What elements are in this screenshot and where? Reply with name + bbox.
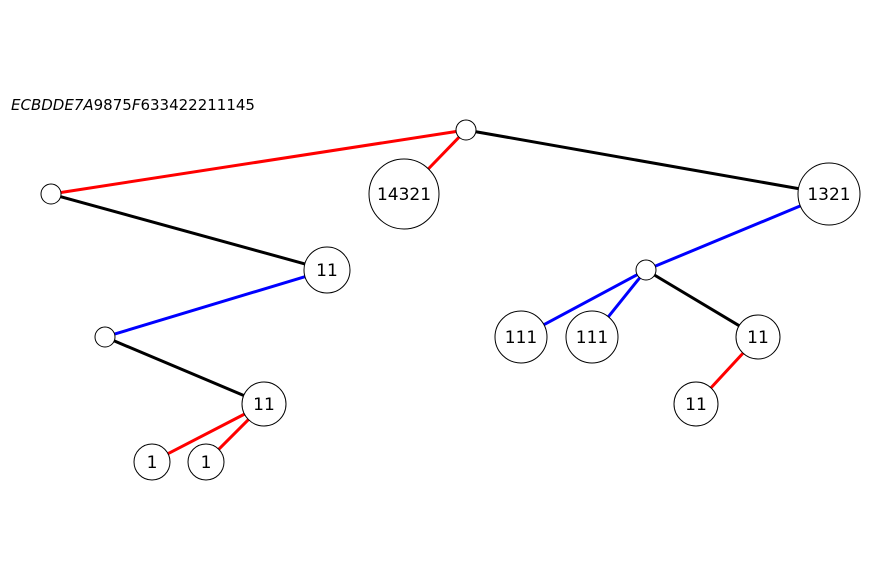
node-n111-a: 111 bbox=[494, 310, 548, 364]
node-label-n1321: 1321 bbox=[807, 185, 850, 205]
node-circle-right-11-b bbox=[673, 381, 719, 427]
edge-left-11-a-to-left-hub-2 bbox=[113, 275, 307, 336]
edge-left-11-b-to-leaf-1-b bbox=[217, 418, 250, 451]
node-left-hub bbox=[40, 183, 62, 205]
node-label-leaf-1-a: 1 bbox=[147, 453, 158, 473]
node-leaf-1-a: 1 bbox=[133, 443, 171, 481]
node-label-n111-b: 111 bbox=[576, 328, 608, 348]
header-code-italic2: F bbox=[132, 96, 141, 114]
edges-layer bbox=[59, 130, 802, 456]
node-n111-b: 111 bbox=[565, 310, 619, 364]
node-label-left-11-a: 11 bbox=[316, 261, 338, 281]
node-circle-right-hub bbox=[635, 259, 657, 281]
header-code-tail: 633422211145 bbox=[140, 96, 255, 114]
node-label-n14321: 14321 bbox=[377, 185, 431, 205]
node-circle-leaf-1-b bbox=[187, 443, 225, 481]
node-label-left-11-b: 11 bbox=[253, 395, 275, 415]
edge-left-hub-2-to-left-11-b bbox=[112, 339, 246, 397]
node-label-right-11-a: 11 bbox=[747, 328, 769, 348]
node-label-n111-a: 111 bbox=[505, 328, 537, 348]
node-circle-left-hub-2 bbox=[94, 326, 116, 348]
edge-root-to-n1321 bbox=[474, 130, 800, 191]
node-n14321: 14321 bbox=[368, 158, 440, 230]
edge-right-hub-to-right-11-a bbox=[653, 273, 741, 328]
header-code-rest: 9875 bbox=[94, 96, 132, 114]
header-code-italic: ECBDDE7A bbox=[11, 96, 94, 114]
edge-left-11-b-to-leaf-1-a bbox=[166, 412, 246, 456]
edge-right-hub-to-n111-a bbox=[542, 273, 639, 327]
node-label-leaf-1-b: 1 bbox=[201, 453, 212, 473]
edge-n1321-to-right-hub bbox=[653, 204, 802, 268]
node-circle-leaf-1-a bbox=[133, 443, 171, 481]
node-left-11-b: 11 bbox=[241, 381, 287, 427]
node-circle-root bbox=[455, 119, 477, 141]
node-left-11-a: 11 bbox=[303, 246, 351, 294]
node-circle-right-11-a bbox=[735, 314, 781, 360]
node-circle-n14321 bbox=[368, 158, 440, 230]
node-circle-n1321 bbox=[797, 162, 861, 226]
node-n1321: 1321 bbox=[797, 162, 861, 226]
edge-root-to-n14321 bbox=[426, 135, 461, 171]
node-left-hub-2 bbox=[94, 326, 116, 348]
node-circle-left-11-b bbox=[241, 381, 287, 427]
node-leaf-1-b: 1 bbox=[187, 443, 225, 481]
node-root bbox=[455, 119, 477, 141]
node-right-11-b: 11 bbox=[673, 381, 719, 427]
node-circle-n111-a bbox=[494, 310, 548, 364]
edge-root-to-left-hub bbox=[59, 130, 458, 194]
edge-right-11-a-to-right-11-b bbox=[709, 351, 745, 390]
node-right-hub bbox=[635, 259, 657, 281]
edge-left-hub-to-left-11-a bbox=[59, 195, 307, 266]
edge-right-hub-to-n111-b bbox=[606, 276, 642, 319]
header-code: ECBDDE7A9875F633422211145 bbox=[11, 96, 255, 114]
node-circle-n111-b bbox=[565, 310, 619, 364]
node-right-11-a: 11 bbox=[735, 314, 781, 360]
node-circle-left-11-a bbox=[303, 246, 351, 294]
node-circle-left-hub bbox=[40, 183, 62, 205]
node-label-right-11-b: 11 bbox=[685, 395, 707, 415]
